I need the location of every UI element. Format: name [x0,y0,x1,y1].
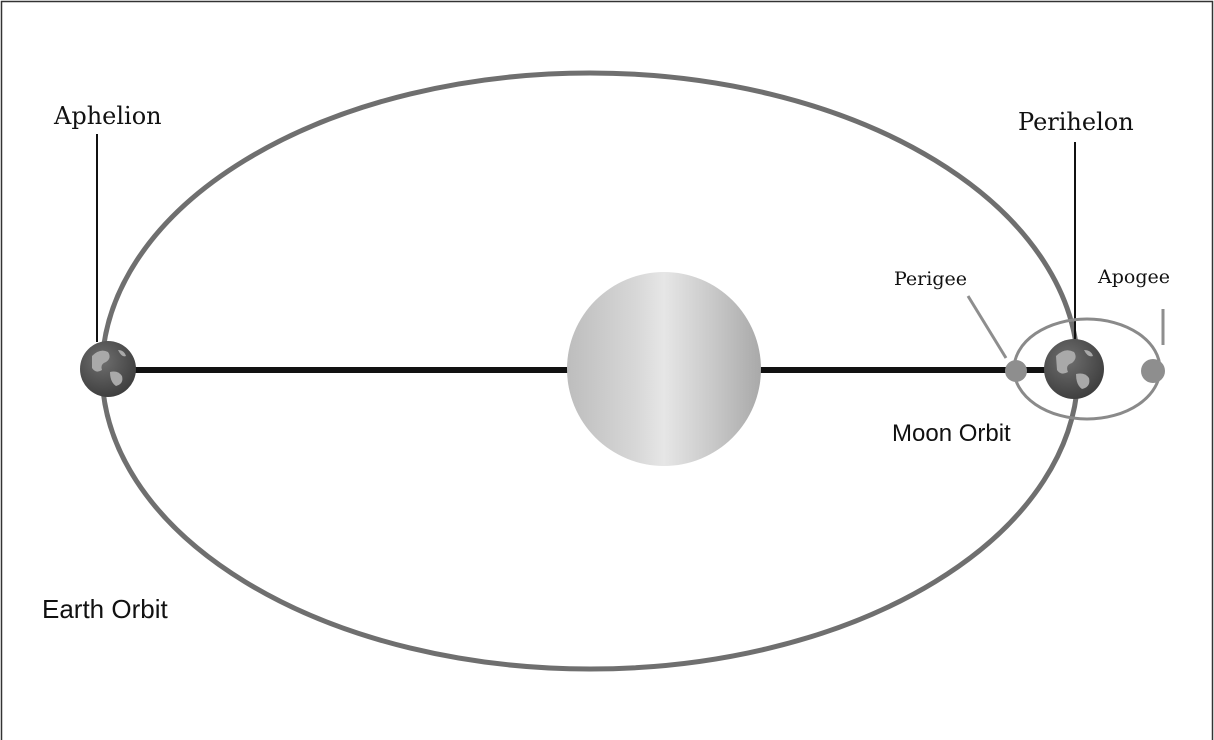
earth-icon [1044,339,1104,399]
earth-icon [80,341,136,397]
moon-orbit-label: Moon Orbit [892,422,1011,446]
aphelion-label: Aphelion [54,104,162,128]
sun-icon [567,272,761,466]
earth-orbit-label: Earth Orbit [42,596,168,622]
perihelion-label: Perihelon [1018,110,1134,134]
moon-icon [1141,359,1165,383]
perigee-pointer-line [968,296,1006,358]
perigee-label: Perigee [894,270,967,289]
moon-icon [1005,360,1027,382]
apogee-label: Apogee [1098,268,1170,287]
